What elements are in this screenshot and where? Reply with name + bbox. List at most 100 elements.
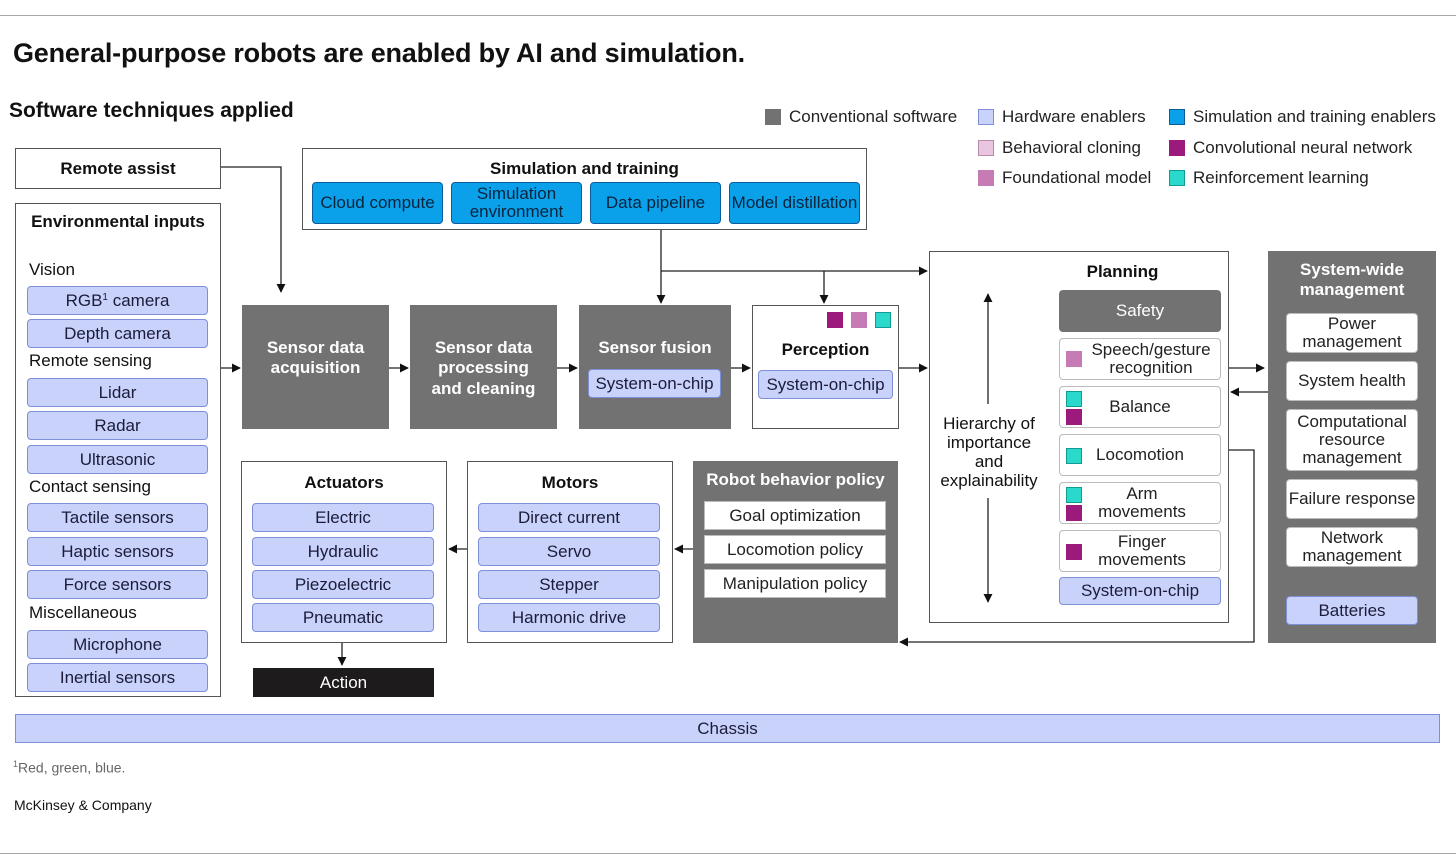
legend-label-simulation: Simulation and training enablers <box>1193 107 1436 126</box>
environmental-inputs-title: Environmental inputs <box>31 212 205 231</box>
vision-label: Vision <box>29 260 75 279</box>
finger-movements-card: Finger movements <box>1059 530 1221 572</box>
foundational-marker <box>851 312 867 328</box>
depth-camera-pill: Depth camera <box>27 319 208 348</box>
hierarchy-label: Hierarchy of importance and explainabili… <box>935 414 1043 491</box>
contact-sensing-label: Contact sensing <box>29 477 151 496</box>
robot-behavior-policy-title: Robot behavior policy <box>706 470 885 489</box>
balance-card: Balance <box>1059 386 1221 428</box>
system-management-panel: System-wide management Power management … <box>1268 251 1436 643</box>
legend-swatch-foundational <box>978 170 994 186</box>
page-title: General-purpose robots are enabled by AI… <box>13 38 745 68</box>
balance-cnn-marker <box>1066 409 1082 425</box>
finger-cnn-marker <box>1066 544 1082 560</box>
legend-label-foundational: Foundational model <box>1002 168 1152 187</box>
arm-movements-card: Arm movements <box>1059 482 1221 524</box>
speech-gesture-card: Speech/gesture recognition <box>1059 338 1221 380</box>
network-management-card: Network management <box>1286 527 1418 567</box>
inertial-sensors-pill: Inertial sensors <box>27 663 208 692</box>
action-box: Action <box>253 668 434 697</box>
legend-conventional: Conventional software <box>765 107 957 127</box>
chassis-bar: Chassis <box>15 714 1440 743</box>
actuators-title: Actuators <box>304 473 384 492</box>
remote-sensing-label: Remote sensing <box>29 351 152 370</box>
legend-label-behavioral: Behavioral cloning <box>1002 138 1141 157</box>
legend-reinforcement: Reinforcement learning <box>1169 168 1369 188</box>
legend-swatch-cnn <box>1169 140 1185 156</box>
batteries-pill: Batteries <box>1286 596 1418 625</box>
legend-foundational: Foundational model <box>978 168 1151 188</box>
locomotion-label: Locomotion <box>1096 445 1184 465</box>
piezoelectric-pill: Piezoelectric <box>252 570 434 599</box>
locomotion-card: Locomotion <box>1059 434 1221 476</box>
footnote-text: Red, green, blue. <box>18 759 126 776</box>
failure-response-card: Failure response <box>1286 479 1418 519</box>
perception-box: Perception System-on-chip <box>752 305 899 429</box>
legend-swatch-reinforcement <box>1169 170 1185 186</box>
reinforcement-marker <box>875 312 891 328</box>
planning-soc-pill: System-on-chip <box>1059 577 1221 605</box>
brand-name: McKinsey & Company <box>14 797 152 813</box>
lidar-pill: Lidar <box>27 378 208 407</box>
robot-behavior-policy-panel: Robot behavior policy Goal optimization … <box>693 461 898 643</box>
sensor-data-processing-label: Sensor data processing and cleaning <box>431 338 536 398</box>
legend-swatch-behavioral <box>978 140 994 156</box>
electric-pill: Electric <box>252 503 434 532</box>
legend-label-reinforcement: Reinforcement learning <box>1193 168 1369 187</box>
motors-panel: Motors Direct current Servo Stepper Harm… <box>467 461 673 643</box>
legend-swatch-simulation <box>1169 109 1185 125</box>
legend-hardware: Hardware enablers <box>978 107 1146 127</box>
legend-label-conventional: Conventional software <box>789 107 958 126</box>
goal-optimization-card: Goal optimization <box>704 501 886 530</box>
legend-label-hardware: Hardware enablers <box>1002 107 1146 126</box>
perception-title: Perception <box>781 340 870 359</box>
sensor-fusion-title: Sensor fusion <box>598 338 712 357</box>
actuators-panel: Actuators Electric Hydraulic Piezoelectr… <box>241 461 447 643</box>
planning-panel: Planning Hierarchy of importance and exp… <box>929 251 1229 623</box>
bottom-rule <box>0 853 1456 854</box>
system-management-title: System-wide management <box>1299 260 1405 300</box>
balance-reinforcement-marker <box>1066 391 1082 407</box>
arrow-remote-to-acquisition <box>221 166 286 293</box>
arm-movements-label: Arm movements <box>1098 484 1186 521</box>
simulation-training-panel: Simulation and training Cloud compute Si… <box>302 148 867 230</box>
speech-foundational-marker <box>1066 351 1082 367</box>
legend-label-cnn: Convolutional neural network <box>1193 138 1413 157</box>
model-distillation-pill: Model distillation <box>729 182 860 224</box>
power-management-card: Power management <box>1286 313 1418 353</box>
sensor-data-processing-box: Sensor data processing and cleaning <box>410 305 557 429</box>
microphone-pill: Microphone <box>27 630 208 659</box>
speech-gesture-label: Speech/gesture recognition <box>1091 340 1211 377</box>
locomotion-policy-card: Locomotion policy <box>704 535 886 564</box>
simulation-training-title: Simulation and training <box>490 159 679 178</box>
system-health-card: System health <box>1286 361 1418 401</box>
cloud-compute-pill: Cloud compute <box>312 182 443 224</box>
legend-swatch-hardware <box>978 109 994 125</box>
arrow-planning-to-policy <box>899 449 1255 647</box>
simulation-environment-pill: Simulation environment <box>451 182 582 224</box>
rgb-text: RGB <box>65 290 103 310</box>
motors-title: Motors <box>541 473 599 492</box>
arm-cnn-marker <box>1066 505 1082 521</box>
pneumatic-pill: Pneumatic <box>252 603 434 632</box>
footnote: 1Red, green, blue. <box>13 759 125 776</box>
rgb-suffix-text: camera <box>107 290 170 310</box>
safety-pill: Safety <box>1059 290 1221 332</box>
data-pipeline-pill: Data pipeline <box>590 182 721 224</box>
cnn-marker <box>827 312 843 328</box>
hydraulic-pill: Hydraulic <box>252 537 434 566</box>
direct-current-pill: Direct current <box>478 503 660 532</box>
page-subtitle: Software techniques applied <box>9 99 294 122</box>
sensor-data-acquisition-label: Sensor data acquisition <box>266 338 365 378</box>
radar-pill: Radar <box>27 411 208 440</box>
harmonic-drive-pill: Harmonic drive <box>478 603 660 632</box>
locomotion-reinforcement-marker <box>1066 448 1082 464</box>
ultrasonic-pill: Ultrasonic <box>27 445 208 474</box>
legend-behavioral: Behavioral cloning <box>978 138 1141 158</box>
sensor-data-acquisition-box: Sensor data acquisition <box>242 305 389 429</box>
rgb-superscript: 1 <box>102 292 108 304</box>
sensor-fusion-box: Sensor fusion System-on-chip <box>579 305 731 429</box>
